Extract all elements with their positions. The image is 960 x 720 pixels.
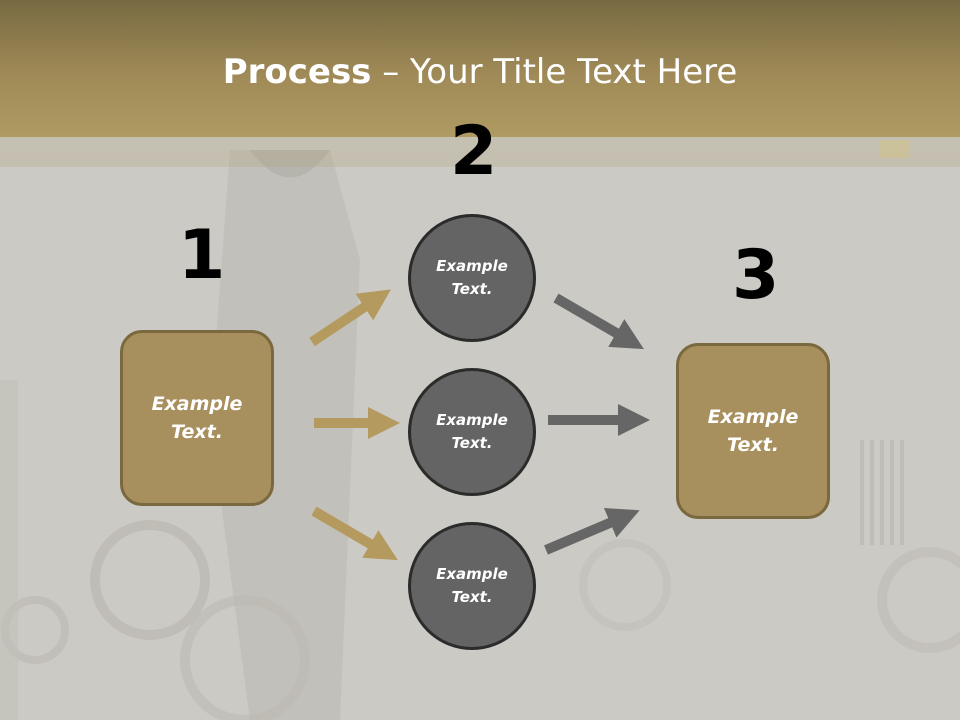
title-bar <box>0 0 960 137</box>
arrow-from-top-circle <box>553 293 644 350</box>
box-text-line: Text. <box>171 421 223 443</box>
circle-text-line: Text. <box>451 588 493 606</box>
circle-text-line: Example <box>436 256 508 275</box>
step-number-1: 1 <box>178 216 226 295</box>
circle-text-line: Text. <box>451 280 493 298</box>
circle-text-line: Example <box>436 564 508 583</box>
circle-text-line: Example <box>436 410 508 429</box>
step-number-3: 3 <box>732 236 780 315</box>
slide-title: Process – Your Title Text Here <box>0 52 960 92</box>
arrow-to-top-circle <box>309 289 391 347</box>
box-text-line: Example <box>707 405 799 428</box>
arrow-to-bottom-circle <box>311 506 398 561</box>
box-text-line: Text. <box>727 434 779 456</box>
circle-text-line: Text. <box>451 434 493 452</box>
title-bar-shadow <box>0 137 960 167</box>
box-text-line: Example <box>151 392 243 415</box>
title-bold: Process <box>222 52 372 92</box>
title-rest: – Your Title Text Here <box>371 52 738 92</box>
step-number-2: 2 <box>450 112 498 191</box>
arrow-from-bottom-circle <box>544 508 640 555</box>
